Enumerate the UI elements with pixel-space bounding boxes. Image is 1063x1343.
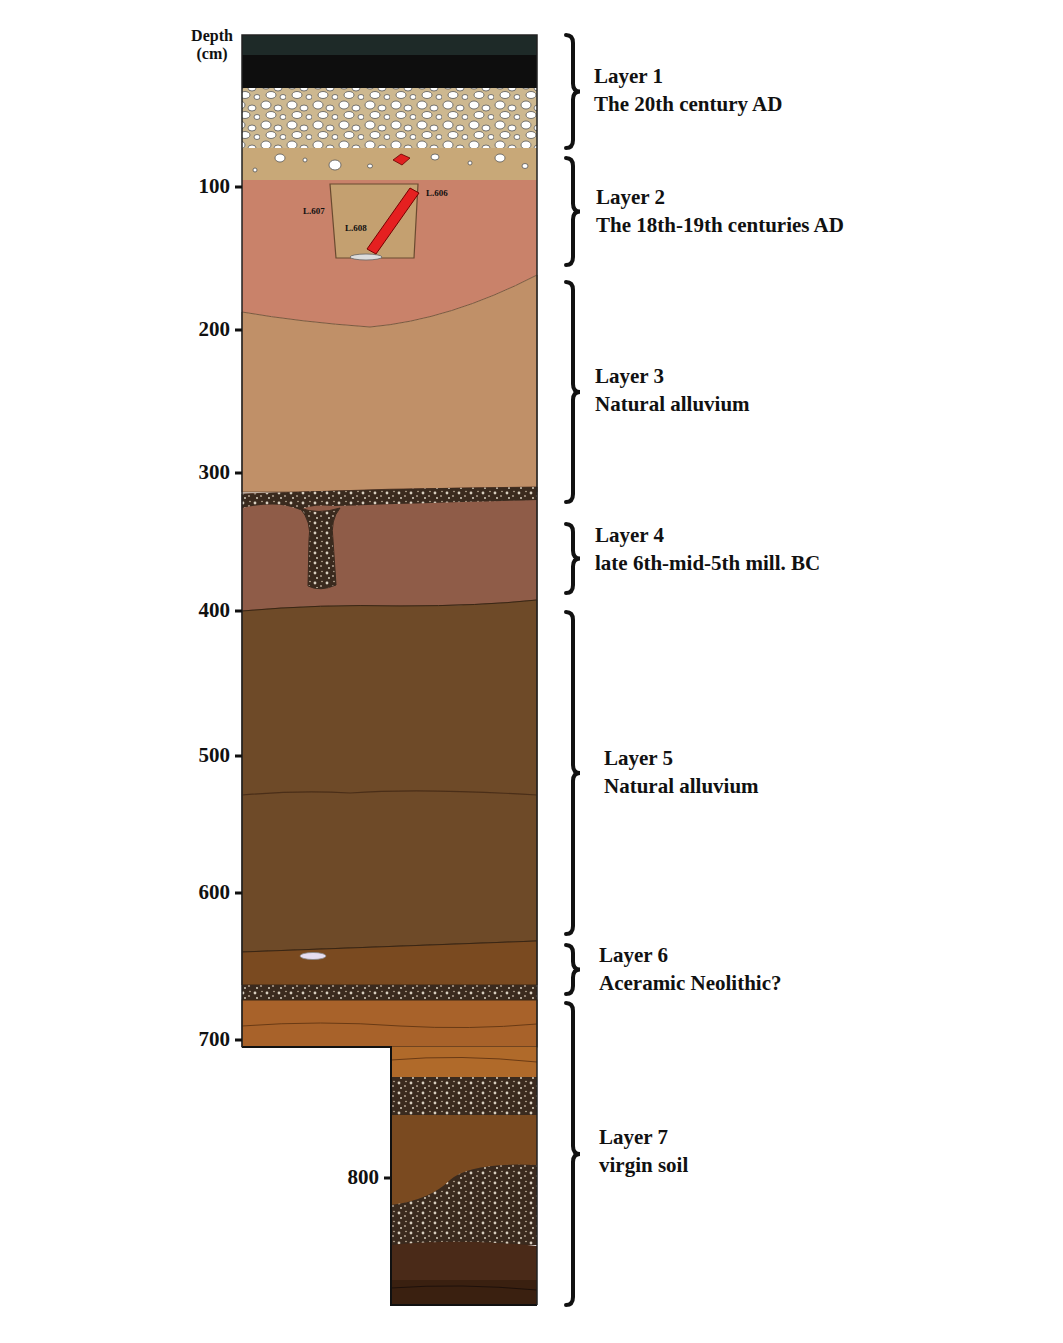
layer-bracket bbox=[566, 35, 580, 148]
layer-7-fill bbox=[242, 1000, 537, 1047]
layer-name: Layer 6 bbox=[599, 944, 668, 967]
layer-bracket bbox=[566, 524, 580, 593]
layer-name: Layer 4 bbox=[595, 524, 664, 547]
gravel-fill bbox=[242, 88, 537, 148]
posthole bbox=[300, 508, 340, 589]
layer-bracket bbox=[566, 945, 580, 994]
layer-name: Layer 7 bbox=[599, 1126, 668, 1149]
depth-number: 400 bbox=[199, 599, 231, 622]
depth-number: 500 bbox=[199, 744, 231, 767]
depth-number: 600 bbox=[199, 881, 231, 904]
layer-date: Natural alluvium bbox=[595, 393, 750, 416]
layer-bracket bbox=[566, 282, 580, 502]
layer-6-fill bbox=[242, 941, 537, 985]
brick-fragment bbox=[393, 154, 410, 165]
find bbox=[300, 953, 326, 960]
depth-number: 100 bbox=[199, 175, 231, 198]
depth-number: 700 bbox=[199, 1028, 231, 1051]
layer-name: Layer 1 bbox=[594, 65, 663, 88]
layer-name: Layer 3 bbox=[595, 365, 664, 388]
layer-name: Layer 2 bbox=[596, 186, 665, 209]
fill-layer bbox=[242, 148, 537, 180]
gravel-band bbox=[242, 985, 537, 1000]
layer-4-fill bbox=[242, 487, 537, 611]
axis-title: Depth (cm) bbox=[182, 27, 242, 62]
locus-number: L.606 bbox=[426, 189, 448, 199]
layer-date: late 6th-mid-5th mill. BC bbox=[595, 552, 820, 575]
layer-3-fill bbox=[242, 275, 537, 492]
pipe bbox=[367, 188, 419, 254]
layer-date: virgin soil bbox=[599, 1154, 688, 1177]
layer-5-fill bbox=[242, 600, 537, 952]
asphalt bbox=[242, 35, 537, 55]
gravel-band bbox=[242, 487, 537, 510]
locus-number: L.608 bbox=[345, 224, 367, 234]
layer-bracket bbox=[566, 158, 580, 265]
depth-number: 200 bbox=[199, 318, 231, 341]
layer-date: Natural alluvium bbox=[604, 775, 759, 798]
asphalt bbox=[242, 55, 537, 88]
locus-number: L.607 bbox=[303, 207, 325, 217]
depth-number: 800 bbox=[348, 1166, 380, 1189]
depth-tick bbox=[235, 187, 391, 1178]
layer-name: Layer 5 bbox=[604, 747, 673, 770]
layer-date: Aceramic Neolithic? bbox=[599, 972, 782, 995]
layer-bracket bbox=[566, 1003, 580, 1305]
layer-bracket bbox=[566, 612, 580, 934]
depth-number: 300 bbox=[199, 461, 231, 484]
pit bbox=[330, 184, 418, 258]
layer-date: The 18th-19th centuries AD bbox=[596, 214, 844, 237]
pebbles bbox=[253, 154, 528, 172]
layer-date: The 20th century AD bbox=[594, 93, 782, 116]
layer-bracket bbox=[566, 35, 580, 1305]
